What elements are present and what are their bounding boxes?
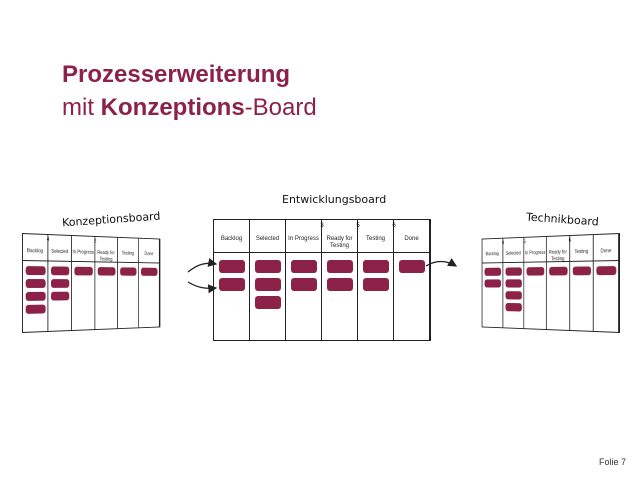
entwicklung-task-card[interactable] bbox=[219, 278, 245, 291]
entwicklung-header-rule bbox=[394, 252, 429, 253]
entwicklung-task-card[interactable] bbox=[255, 296, 281, 309]
entwicklung-task-card[interactable] bbox=[399, 260, 425, 273]
entwicklung-column-header: Selected bbox=[255, 236, 280, 242]
entwicklung-task-card[interactable] bbox=[291, 278, 317, 291]
entwicklung-column-1: Backlog bbox=[214, 220, 250, 340]
entwicklung-column-header: Done bbox=[404, 236, 419, 242]
arrow-entwicklung-to-technik bbox=[425, 258, 458, 267]
entwicklung-column-3: In Progress bbox=[286, 220, 322, 340]
title-line-2-pre: mit bbox=[62, 94, 101, 121]
entwicklung-wip-limit: 5 bbox=[356, 223, 360, 229]
entwicklung-column-6: Done bbox=[394, 220, 430, 340]
arrow-konzeption-to-entwicklung-2 bbox=[187, 281, 218, 294]
entwicklung-task-card[interactable] bbox=[255, 278, 281, 291]
entwicklungsboard-label: Entwicklungsboard bbox=[282, 193, 387, 206]
title-line-1: Prozesserweiterung bbox=[62, 61, 291, 88]
entwicklung-task-card[interactable] bbox=[363, 278, 389, 291]
title-line-2-bold: Konzeptions bbox=[100, 94, 245, 121]
title-line-2-post: -Board bbox=[244, 94, 317, 121]
entwicklung-column-5: Testing bbox=[358, 220, 394, 340]
entwicklung-column-header: Backlog bbox=[220, 236, 243, 242]
arrow-konzeption-to-entwicklung-1 bbox=[187, 258, 218, 273]
entwicklung-header-rule bbox=[286, 252, 321, 253]
entwicklung-header-rule bbox=[250, 252, 285, 253]
title-line-2: mit Konzeptions-Board bbox=[62, 92, 317, 124]
entwicklung-header-rule bbox=[322, 252, 357, 253]
entwicklung-task-card[interactable] bbox=[291, 260, 317, 273]
entwicklung-wip-limit: 3 bbox=[320, 223, 324, 229]
entwicklung-column-header: In Progress bbox=[288, 236, 319, 242]
entwicklung-header-rule bbox=[358, 252, 393, 253]
entwicklung-column-header: Testing bbox=[365, 236, 385, 242]
entwicklung-wip-limit: 6 bbox=[392, 223, 396, 229]
slide-title: Prozesserweiterung mit Konzeptions-Board bbox=[62, 58, 317, 124]
entwicklung-header-rule bbox=[214, 252, 249, 253]
entwicklung-column-2: Selected bbox=[250, 220, 286, 340]
slide-number: Folie 7 bbox=[598, 457, 626, 467]
entwicklung-task-card[interactable] bbox=[219, 260, 245, 273]
entwicklung-task-card[interactable] bbox=[327, 260, 353, 273]
entwicklung-task-card[interactable] bbox=[255, 260, 281, 273]
entwicklung-task-card[interactable] bbox=[327, 278, 353, 291]
entwicklung-task-card[interactable] bbox=[363, 260, 389, 273]
